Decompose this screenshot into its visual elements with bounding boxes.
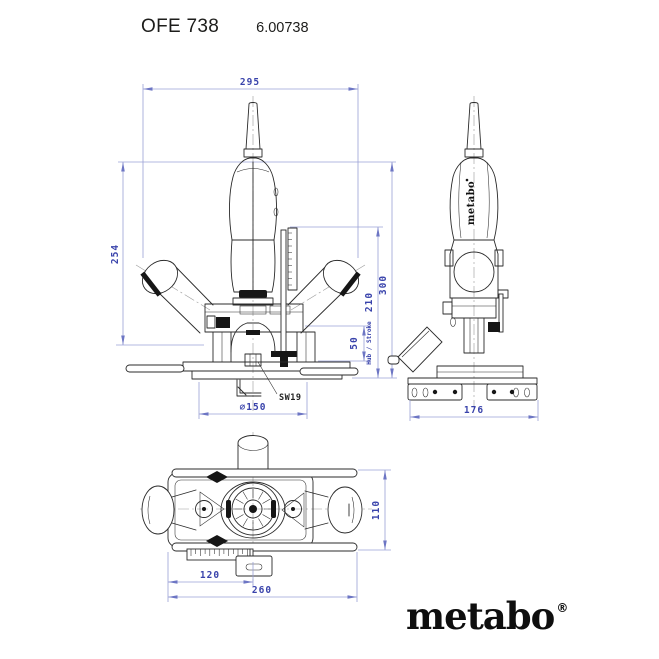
dim-body-height-label: 254 [110, 244, 121, 264]
front-machine: SW19 [125, 102, 361, 403]
plunge-column-top [237, 435, 269, 470]
motor-housing [229, 157, 277, 241]
handle-knob-left [140, 259, 179, 297]
vent-slot [273, 187, 279, 197]
depth-stop-knob [271, 351, 297, 357]
angle-bracket [236, 379, 262, 397]
spindle-bell [230, 322, 276, 353]
collet-wrench-label: SW19 [279, 393, 301, 403]
fence-scale [186, 548, 254, 561]
registered-mark-dot [465, 178, 469, 182]
dim-overall-width-label: 260 [252, 585, 272, 596]
order-number: 6.00738 [256, 20, 309, 36]
dim-base-diameter-label: ⌀150 [240, 402, 267, 413]
base-foot-left [407, 383, 463, 401]
side-machine: metabo [387, 102, 538, 401]
depth-stop-knob [488, 322, 500, 332]
brand-label-band [239, 290, 267, 298]
dim-base-depth-label: 176 [464, 405, 484, 416]
guide-rod-top [171, 468, 358, 478]
base-foot-right [486, 383, 538, 401]
dim-column-height-label: 210 [364, 292, 375, 312]
front-dimensions: 295 254 210 300 50 Hub / Stroke ⌀150 [110, 77, 397, 419]
depth-rod [280, 229, 287, 353]
guide-rod-right [299, 367, 359, 376]
handle-knob-left [141, 485, 175, 535]
fan-housing [453, 251, 495, 293]
top-view: 110 120 260 [140, 432, 391, 602]
top-machine [141, 435, 363, 577]
dim-center-offset-label: 120 [200, 570, 220, 581]
clamp-bolt-right [284, 500, 302, 518]
handle-knob-right [327, 486, 363, 534]
fence-tab [235, 555, 273, 577]
cable-sleeve [466, 102, 482, 150]
registered-mark: ® [556, 601, 568, 615]
title-block: OFE 738 6.00738 [141, 16, 309, 38]
brand-wordmark: metabo® [406, 598, 568, 635]
dim-stroke-label: 50 [349, 336, 360, 349]
clamp-knob [216, 317, 230, 328]
knob-stripe [140, 271, 162, 297]
cable-sleeve [245, 102, 261, 150]
fan-spokes [233, 489, 273, 529]
brand-text: metabo [406, 594, 555, 638]
dim-overall-height-label: 300 [378, 275, 389, 295]
knob-stripe [339, 271, 361, 297]
vent-slot [273, 207, 279, 217]
stroke-caption: Hub / Stroke [366, 321, 373, 365]
chip-deflector [397, 326, 443, 373]
side-view: metabo [387, 96, 539, 421]
clamp-lever [206, 471, 228, 483]
clamp-lever [206, 535, 228, 547]
guide-rod-left [125, 364, 185, 373]
motor-housing [449, 157, 499, 241]
side-dimensions: 176 [409, 400, 539, 421]
column [463, 317, 485, 354]
dim-depth-label: 110 [371, 500, 382, 520]
top-dimensions: 110 120 260 [167, 469, 391, 602]
front-view: 295 254 210 300 50 Hub / Stroke ⌀150 [110, 77, 397, 419]
collet-nut [244, 353, 262, 367]
handle-knob-right [322, 259, 361, 297]
model-name: OFE 738 [141, 16, 220, 37]
spindle-center [249, 505, 257, 513]
housing-logo: metabo [466, 181, 477, 225]
dim-overall-width-label: 295 [240, 77, 260, 88]
depth-rod [498, 293, 504, 333]
clamp-bolt-left [195, 500, 213, 518]
